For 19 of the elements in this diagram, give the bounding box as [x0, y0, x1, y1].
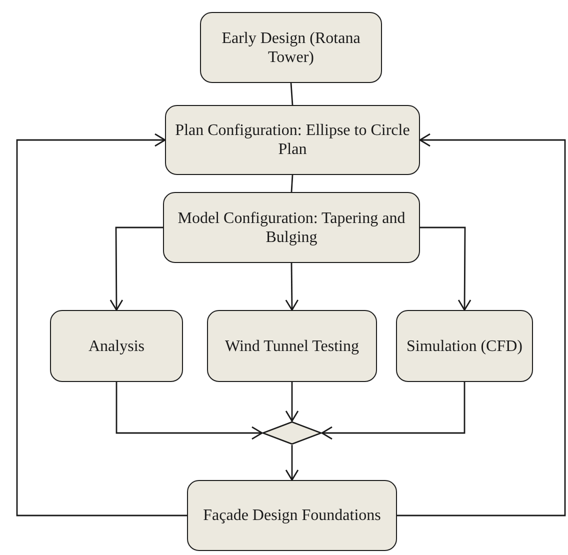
connector-line: [290, 174, 294, 192]
connector-line: [290, 82, 294, 106]
diamond-shape: [262, 421, 322, 445]
arrow: [321, 382, 466, 440]
process-box: Wind Tunnel Testing: [207, 310, 377, 382]
arrow: [285, 382, 299, 422]
arrow: [285, 263, 299, 311]
arrow: [420, 226, 472, 311]
arrow: [285, 445, 299, 481]
process-box: Simulation (CFD): [396, 310, 533, 382]
process-box: Plan Configuration: Ellipse to Circle Plan: [165, 105, 420, 175]
arrow: [110, 226, 163, 311]
process-box: Analysis: [50, 310, 183, 382]
process-box: Early Design (Rotana Tower): [200, 12, 382, 83]
arrow: [16, 133, 187, 516]
process-box: Model Configuration: Tapering and Bulging: [163, 192, 420, 263]
arrow: [397, 133, 566, 516]
process-box: Façade Design Foundations: [187, 480, 397, 551]
arrow: [116, 382, 263, 440]
